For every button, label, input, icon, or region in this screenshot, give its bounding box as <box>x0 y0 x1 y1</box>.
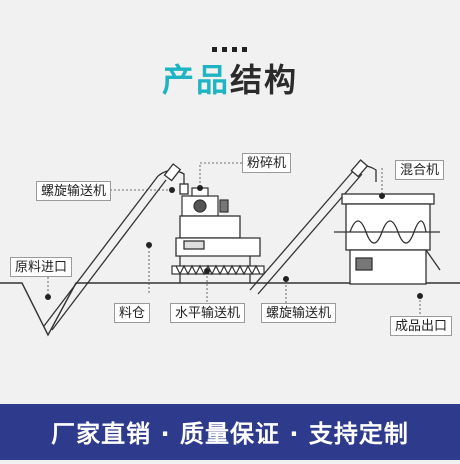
label-product-outlet: 成品出口 <box>390 316 453 336</box>
ground <box>0 282 460 337</box>
title-accent: 产品 <box>161 61 230 99</box>
label-screw-conveyor-left: 螺旋输送机 <box>36 181 112 201</box>
label-silo: 料仓 <box>114 303 151 323</box>
page-title: 产品结构 <box>0 58 460 102</box>
dot <box>222 47 227 52</box>
dot <box>232 47 237 52</box>
title-main: 结构 <box>230 61 299 99</box>
left-screw-conveyor <box>43 163 189 331</box>
leader-markers <box>45 185 423 300</box>
label-screw-conveyor-right: 螺旋输送机 <box>261 303 337 323</box>
decorative-dots <box>212 47 248 53</box>
label-raw-inlet: 原料进口 <box>10 257 73 277</box>
label-mixer: 混合机 <box>395 160 445 180</box>
footer-banner: 厂家直销 · 质量保证 · 支持定制 <box>0 404 460 460</box>
silo <box>175 215 261 283</box>
dot <box>212 47 217 52</box>
label-horizontal-conveyor: 水平输送机 <box>170 303 246 323</box>
mixer <box>334 193 441 285</box>
horizontal-conveyor <box>171 264 265 276</box>
crusher <box>181 187 229 217</box>
dot <box>242 47 247 52</box>
label-crusher: 粉碎机 <box>242 153 292 173</box>
